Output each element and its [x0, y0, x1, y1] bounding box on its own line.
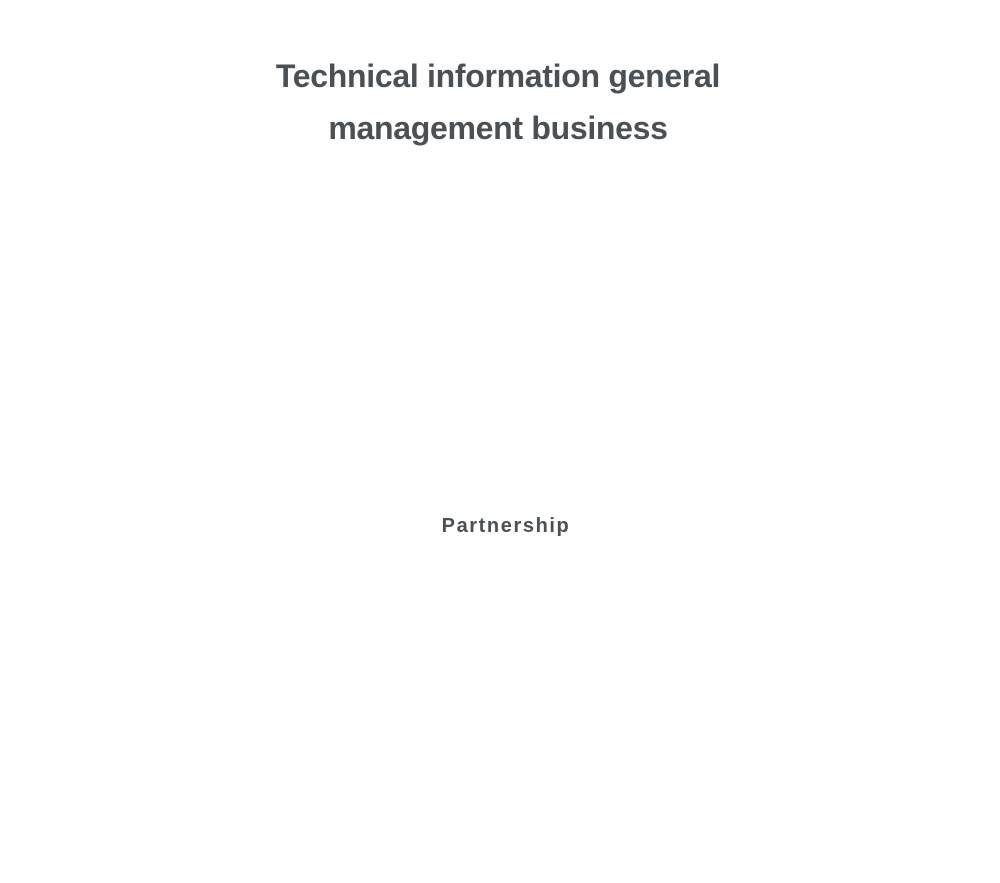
page-heading: Technical information general management… [0, 50, 996, 154]
partnership-section-label: Partnership [441, 515, 571, 537]
page-heading-line-2: management business [328, 110, 668, 146]
page-heading-line-1: Technical information general [275, 58, 721, 94]
